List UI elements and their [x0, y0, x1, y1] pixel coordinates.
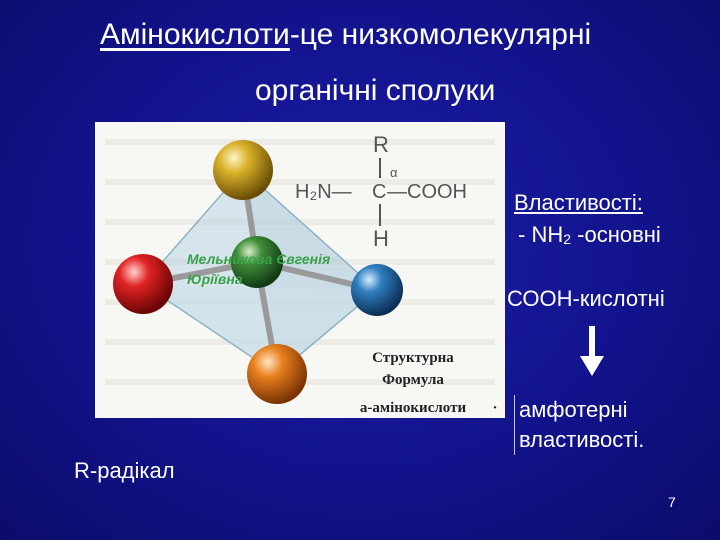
amphoteric-line2: властивості. — [519, 427, 645, 452]
page-number: 7 — [668, 494, 676, 510]
slide-title-line2: органічні сполуки — [255, 74, 496, 107]
title-rest: -це низкомолекулярні — [289, 18, 592, 51]
properties-nh2: - NH2 -основні — [518, 222, 661, 248]
watermark-line2: Юріївна — [187, 271, 243, 287]
properties-cooh: СООН-кислотні — [507, 286, 665, 311]
formula-c: C — [372, 181, 386, 203]
properties-title: Властивості: — [514, 190, 643, 215]
amphoteric-text: амфотерні властивості. — [514, 395, 644, 455]
formula-right: —COOH — [387, 181, 467, 203]
caption-line3: а-амінокислоти — [360, 400, 467, 416]
caption-line1: Структурна — [372, 350, 454, 366]
nh2-prefix: - NH — [518, 222, 564, 247]
amino-acid-figure: R α H₂N— C —COOH H Мельникова Євгенія Юр… — [95, 122, 505, 418]
formula-alpha: α — [390, 165, 398, 180]
title-term: Амінокислоти — [100, 18, 290, 51]
amphoteric-line1: амфотерні — [519, 397, 628, 422]
watermark-line1: Мельникова Євгенія — [187, 251, 330, 267]
formula-r: R — [373, 132, 389, 157]
caption-dot: · — [492, 400, 497, 416]
nh2-suffix: -основні — [571, 222, 661, 247]
nh2-subscript: 2 — [563, 231, 572, 247]
slide-title-line1: Амінокислоти-це низкомолекулярні — [100, 18, 591, 52]
tetrahedron-model-image: R α H₂N— C —COOH H Мельникова Євгенія Юр… — [105, 132, 498, 416]
down-arrow-icon — [580, 326, 604, 376]
radical-label: R-радікал — [74, 458, 175, 483]
formula-left: H₂N— — [295, 181, 352, 203]
caption-line2: Формула — [382, 372, 444, 388]
formula-h: H — [373, 226, 389, 251]
